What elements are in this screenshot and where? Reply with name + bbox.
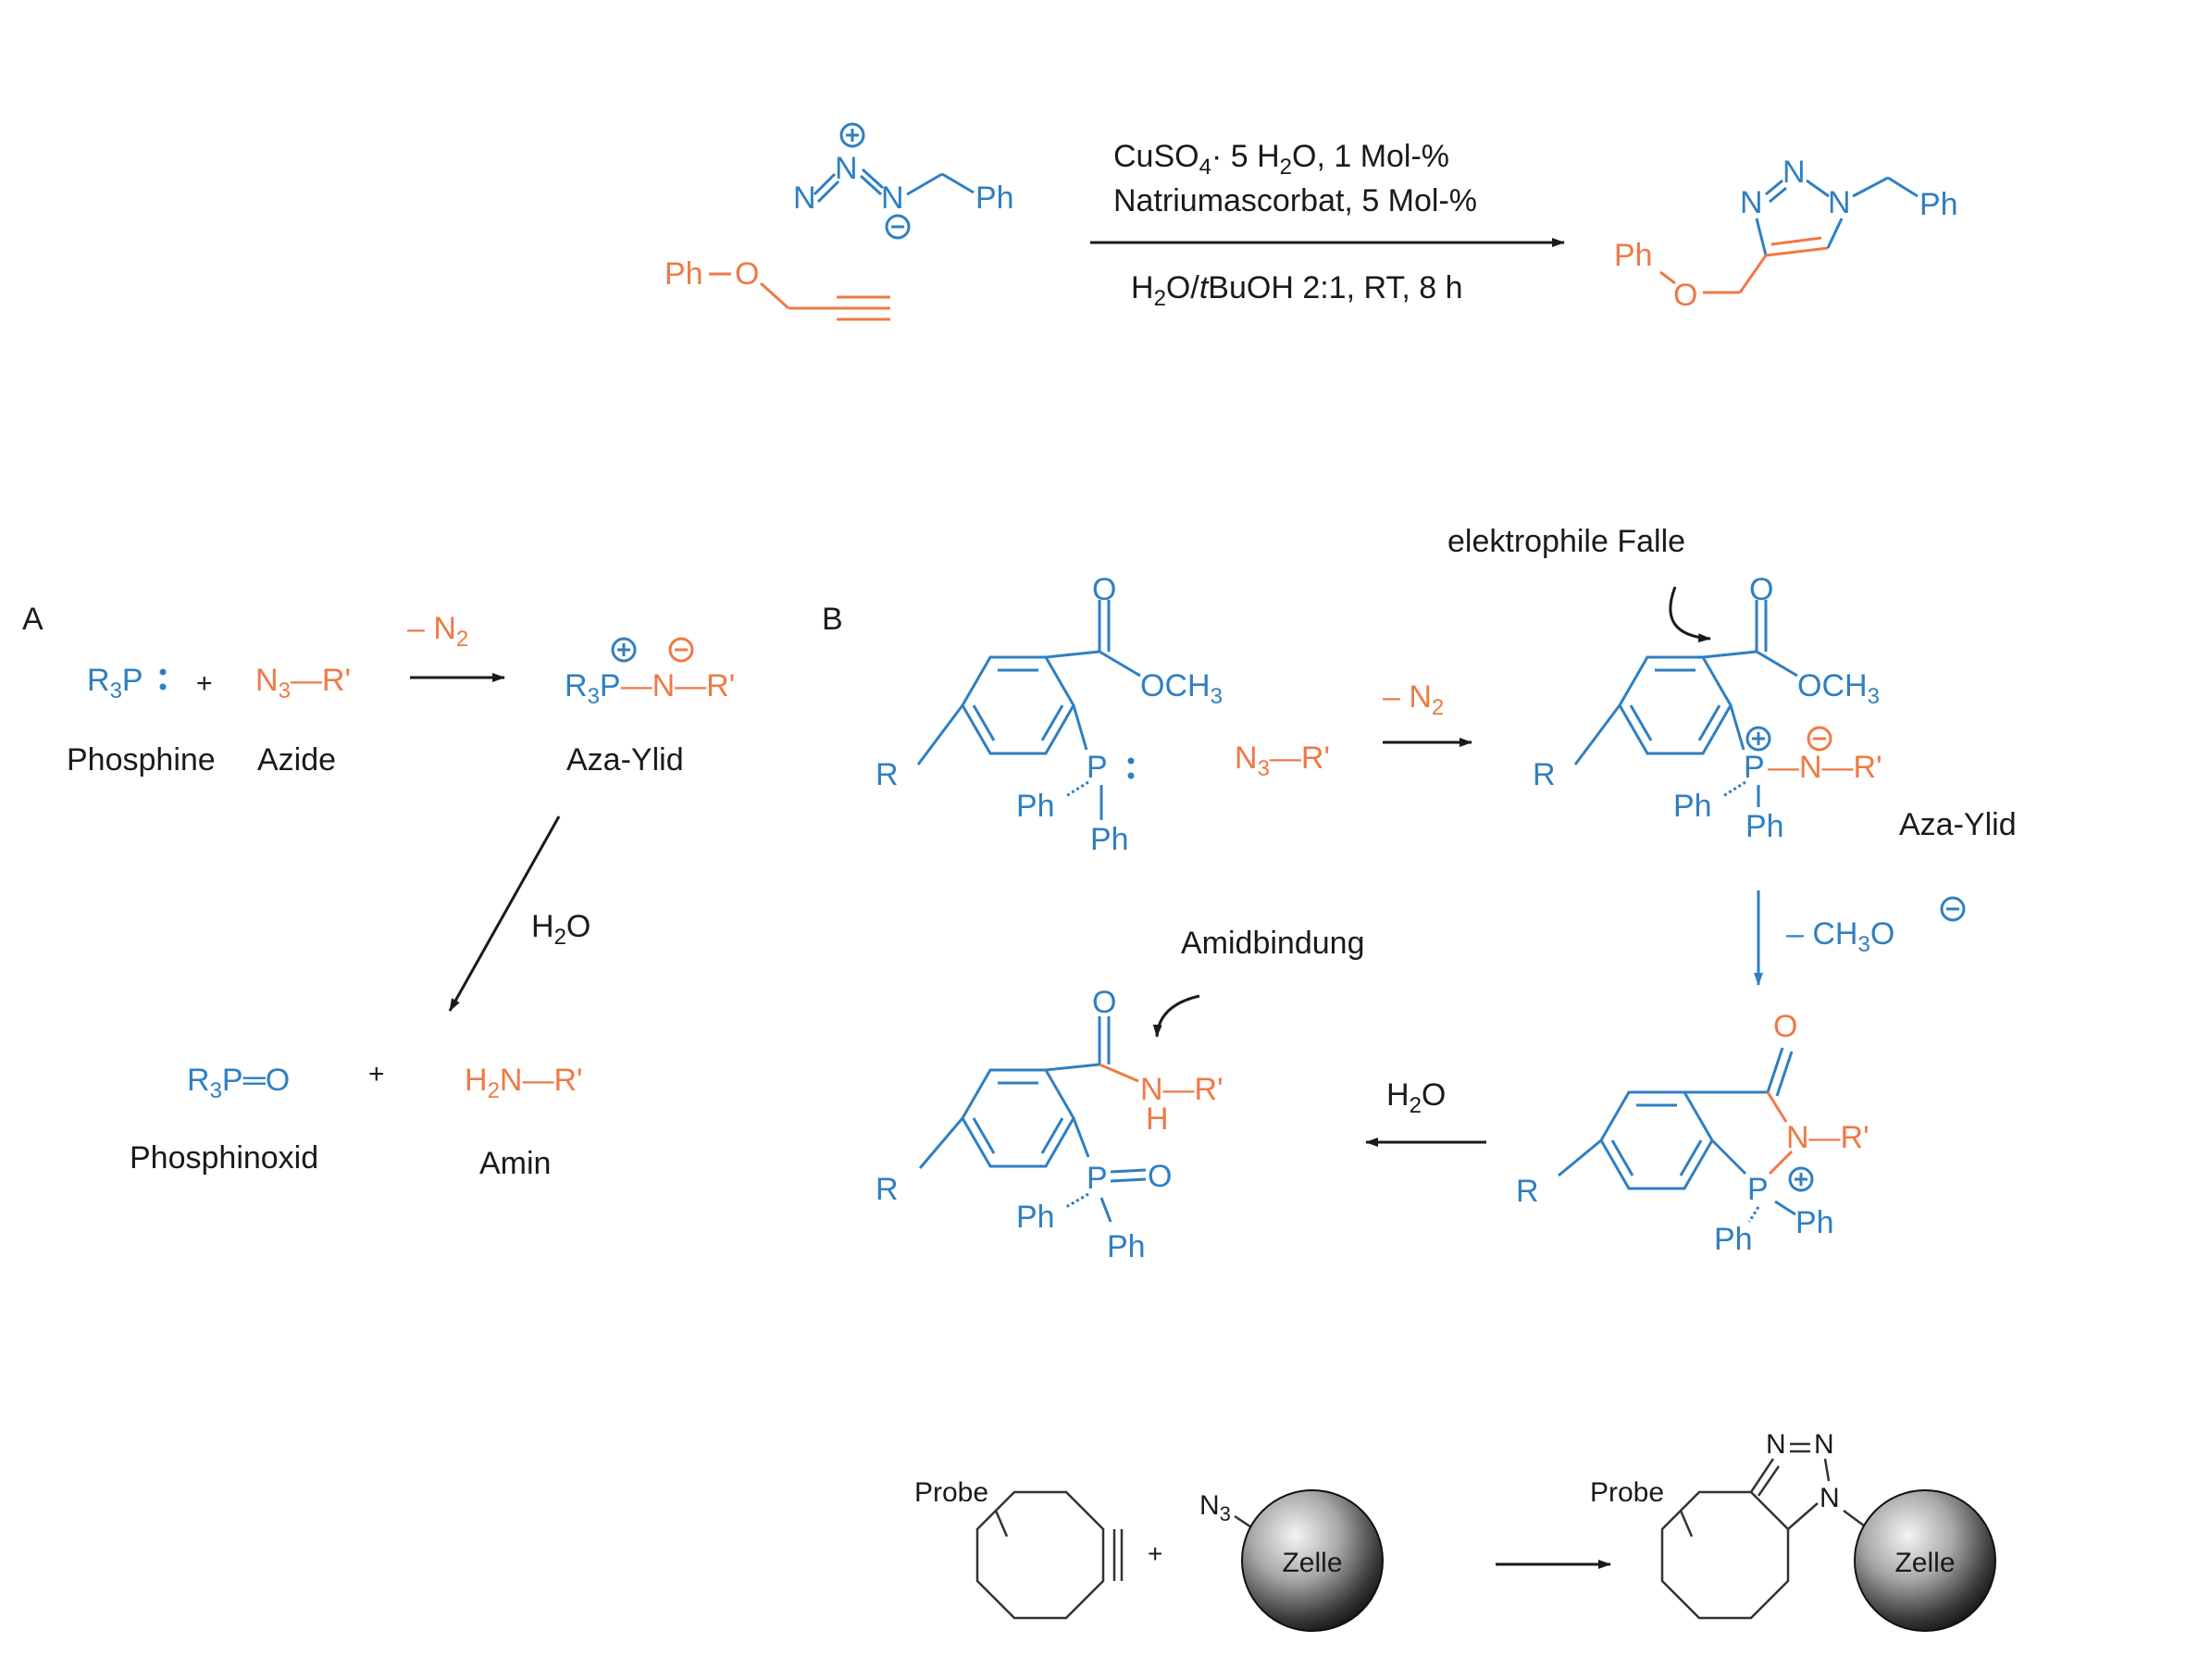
- svg-text:Ph: Ph: [1107, 1229, 1146, 1264]
- aza-ylide-b: O OCH3 R P —N—R' Ph Ph: [1533, 572, 1882, 844]
- svg-text:N3: N3: [1199, 1490, 1231, 1525]
- click-reaction: N N N Ph Ph O: [665, 122, 1958, 321]
- svg-text:Ph: Ph: [1795, 1205, 1834, 1240]
- svg-text:Ph: Ph: [975, 180, 1014, 216]
- benzyl-azide: N N N Ph: [793, 122, 1014, 240]
- azide-b: N3—R': [1235, 740, 1330, 781]
- svg-text:R: R: [876, 757, 899, 792]
- phosphine-oxide-name: Phosphinoxid: [130, 1140, 318, 1176]
- svg-text:O: O: [1092, 572, 1116, 607]
- amide-bond-label: Amidbindung: [1181, 926, 1364, 961]
- svg-text:N: N: [1766, 1429, 1786, 1460]
- arrow-label-minus-n2: – N2: [407, 611, 468, 652]
- spaac-reaction: Probe + N3 Zelle Probe N N N Zelle: [914, 1429, 1996, 1632]
- svg-text:Ph: Ph: [1090, 822, 1129, 857]
- svg-text:—N—R': —N—R': [1768, 750, 1882, 785]
- svg-text:Ph: Ph: [1714, 1222, 1753, 1257]
- svg-text:N: N: [1740, 185, 1763, 220]
- svg-text:Ph: Ph: [1016, 1200, 1055, 1235]
- phosphine-formula: R3P: [87, 663, 143, 703]
- cond-line-2: Natriumascorbat, 5 Mol-%: [1113, 183, 1477, 218]
- phosphine-ester-reagent: O OCH3 R P Ph Ph: [876, 572, 1223, 857]
- svg-text:P: P: [1087, 750, 1108, 785]
- svg-text:R: R: [1516, 1174, 1539, 1209]
- svg-text:N: N: [1782, 155, 1806, 190]
- triazole-product: N N N Ph O Ph: [1614, 155, 1958, 313]
- svg-text:P: P: [1744, 750, 1765, 785]
- amine-name: Amin: [479, 1146, 551, 1181]
- amide-product: O N—R' H R P O Ph Ph: [876, 985, 1224, 1264]
- aza-ylide-b-name: Aza-Ylid: [1899, 807, 2017, 842]
- panel-a: A R3P + N3—R' – N2 R3P—N—R' Phosphine Az…: [22, 602, 735, 1181]
- svg-text:N: N: [1820, 1483, 1840, 1513]
- svg-text:N: N: [881, 180, 904, 216]
- azide-formula: N3—R': [255, 663, 351, 703]
- svg-text:OCH3: OCH3: [1797, 668, 1880, 709]
- spaac-product: Probe N N N Zelle: [1590, 1429, 1996, 1632]
- svg-text:Probe: Probe: [1590, 1477, 1664, 1508]
- svg-text:H: H: [1146, 1101, 1169, 1137]
- svg-text:Ph: Ph: [1745, 809, 1784, 844]
- cyclic-intermediate: O N—R' P R Ph Ph: [1516, 1009, 1869, 1257]
- svg-text:O: O: [1092, 985, 1116, 1020]
- svg-text:N—R': N—R': [1786, 1120, 1869, 1155]
- svg-text:Probe: Probe: [914, 1477, 988, 1508]
- cyclooctyne: Probe: [914, 1477, 1124, 1620]
- svg-text:+: +: [1148, 1539, 1162, 1568]
- azide-name: Azide: [257, 742, 336, 778]
- phosphine-name: Phosphine: [67, 742, 216, 778]
- svg-text:+: +: [368, 1059, 385, 1089]
- electrophile-trap-label: elektrophile Falle: [1447, 524, 1685, 559]
- svg-text:O: O: [1673, 278, 1697, 313]
- svg-text:N: N: [1828, 185, 1851, 220]
- svg-text:N: N: [835, 151, 858, 186]
- click-conditions: CuSO4· 5 H2O, 1 Mol-% Natriumascorbat, 5…: [1090, 139, 1565, 311]
- cond-line-3: H2O/tBuOH 2:1, RT, 8 h: [1131, 270, 1463, 311]
- svg-text:+: +: [196, 668, 213, 699]
- cond-line-1: CuSO4· 5 H2O, 1 Mol-%: [1113, 139, 1449, 180]
- svg-text:N: N: [793, 180, 816, 216]
- hydrolysis-b-label: H2O: [1386, 1077, 1446, 1118]
- phosphine-oxide-formula: R3P═O: [187, 1063, 290, 1103]
- svg-text:O: O: [1773, 1009, 1797, 1044]
- panel-b: B O OCH3 R P Ph Ph N3—R' – N2: [822, 524, 2017, 1264]
- svg-text:Ph: Ph: [1673, 789, 1712, 824]
- panel-a-label: A: [22, 602, 43, 637]
- svg-text:Zelle: Zelle: [1894, 1548, 1955, 1578]
- arrow-label-b: – N2: [1383, 679, 1444, 720]
- svg-text:R: R: [1533, 757, 1556, 792]
- svg-text:O: O: [1749, 572, 1773, 607]
- aza-ylide-formula: R3P—N—R': [565, 668, 735, 709]
- svg-text:Ph: Ph: [665, 256, 703, 292]
- svg-text:Zelle: Zelle: [1282, 1548, 1342, 1578]
- svg-text:R: R: [876, 1172, 899, 1207]
- panel-b-label: B: [822, 602, 843, 637]
- svg-text:O: O: [735, 256, 759, 292]
- svg-text:N: N: [1814, 1429, 1834, 1460]
- aza-ylide-name: Aza-Ylid: [566, 742, 684, 778]
- azide-tagged-cell: N3 Zelle: [1199, 1489, 1384, 1632]
- svg-text:OCH3: OCH3: [1140, 668, 1223, 709]
- svg-text:N—R': N—R': [1140, 1072, 1224, 1107]
- svg-text:P: P: [1087, 1161, 1108, 1196]
- svg-text:O: O: [1148, 1159, 1172, 1194]
- svg-text:P: P: [1747, 1172, 1769, 1207]
- phenyl-propargyl-ether: Ph O: [665, 256, 890, 321]
- svg-text:Ph: Ph: [1016, 789, 1055, 824]
- amine-formula: H2N—R': [465, 1063, 583, 1103]
- hydrolysis-label: H2O: [531, 909, 590, 950]
- methoxide-loss-label: – CH3O: [1786, 916, 1894, 957]
- svg-text:Ph: Ph: [1614, 238, 1653, 273]
- svg-text:Ph: Ph: [1919, 187, 1958, 222]
